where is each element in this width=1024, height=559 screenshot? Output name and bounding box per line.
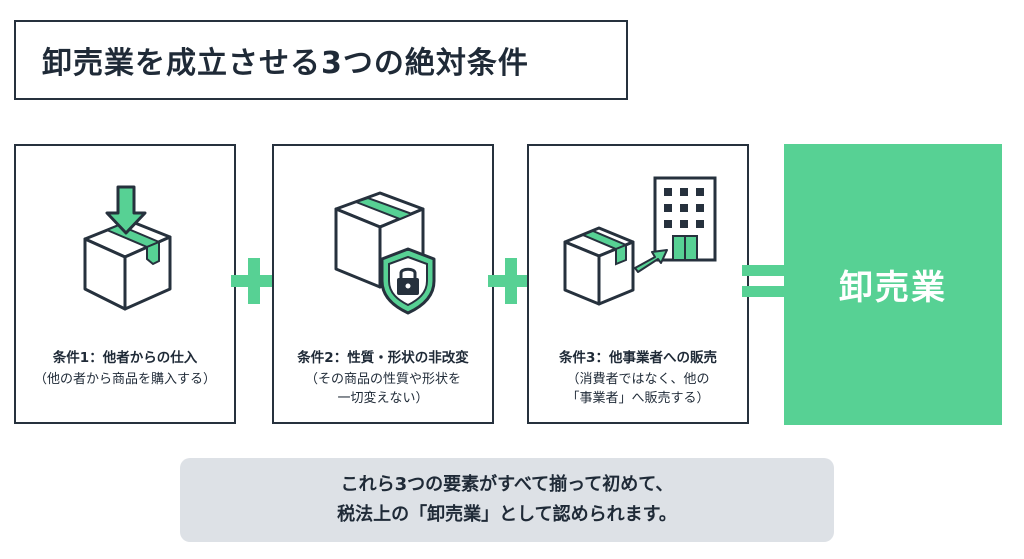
condition-description: （他の者から商品を購入する） [33,372,216,387]
equals-icon [742,265,792,297]
condition-card-1: 条件1：他者からの仕入 （他の者から商品を購入する） [14,144,236,424]
summary-line-2: 税法上の「卸売業」として認められます。 [337,504,677,525]
box-down-arrow-icon [16,164,234,324]
result-label: 卸売業 [839,268,947,308]
condition-title: 条件3：他事業者への販売 [559,350,717,366]
result-box: 卸売業 [784,144,1002,425]
page-title: 卸売業を成立させる3つの絶対条件 [14,20,628,100]
condition-title: 条件1：他者からの仕入 [52,350,198,366]
summary-line-1: これら3つの要素がすべて揃って初めて、 [340,474,674,495]
condition-description: （その商品の性質や形状を 一切変えない） [304,372,461,406]
box-to-building-icon [529,164,747,324]
condition-card-3: 条件3：他事業者への販売 （消費者ではなく、他の 「事業者」へ販売する） [527,144,749,424]
plus-icon [231,258,277,304]
condition-description: （消費者ではなく、他の 「事業者」へ販売する） [566,372,710,406]
condition-card-2: 条件2：性質・形状の非改変 （その商品の性質や形状を 一切変えない） [272,144,494,424]
box-shield-lock-icon [274,164,492,324]
plus-icon [488,258,534,304]
summary-box: これら3つの要素がすべて揃って初めて、 税法上の「卸売業」として認められます。 [180,458,834,542]
condition-title: 条件2：性質・形状の非改変 [297,350,469,366]
